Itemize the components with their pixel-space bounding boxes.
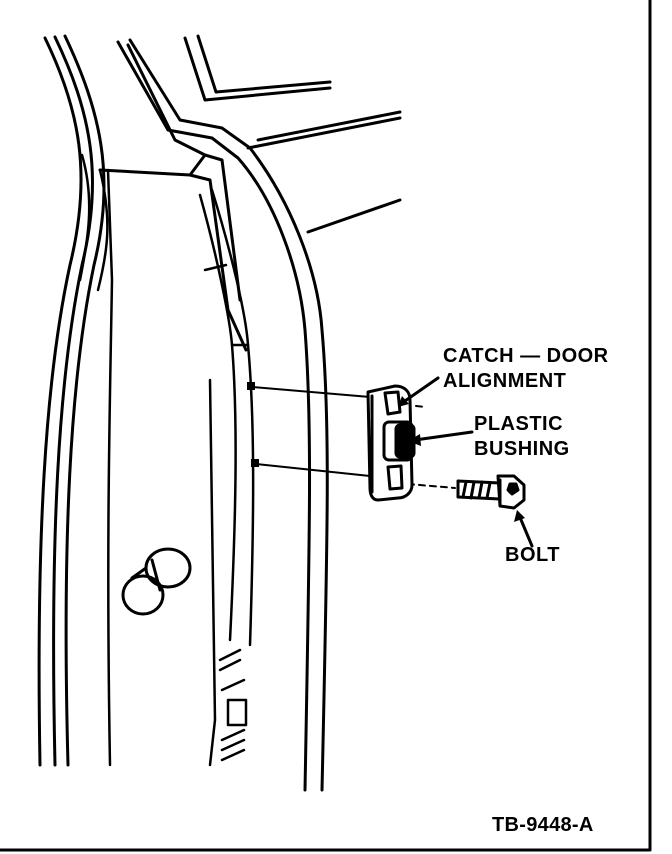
pillar-left-edges <box>37 34 106 767</box>
label-catch-door-line1: CATCH — DOOR <box>443 345 609 367</box>
mount-hole-lower <box>251 459 259 467</box>
label-plastic-bushing-line2: BUSHING <box>474 438 570 460</box>
pillar-inner-edges <box>78 153 114 767</box>
bushing-arrowhead <box>408 434 421 446</box>
figure-id: TB-9448-A <box>492 814 594 836</box>
leader-lines <box>400 376 534 548</box>
alignment-lines <box>251 386 456 489</box>
striker-knob <box>121 547 192 616</box>
door-jamb <box>198 188 255 767</box>
pillar-top <box>98 38 329 792</box>
label-bolt: BOLT <box>505 544 560 566</box>
label-plastic-bushing-line1: PLASTIC <box>474 413 564 435</box>
mount-hole-upper <box>247 382 255 390</box>
catch-arrowhead <box>398 396 409 407</box>
bolt-arrowhead <box>514 510 525 522</box>
window-frame <box>183 34 402 234</box>
bolt <box>456 474 526 510</box>
label-catch-door-line2: ALIGNMENT <box>443 370 567 392</box>
frame-border <box>0 0 652 852</box>
